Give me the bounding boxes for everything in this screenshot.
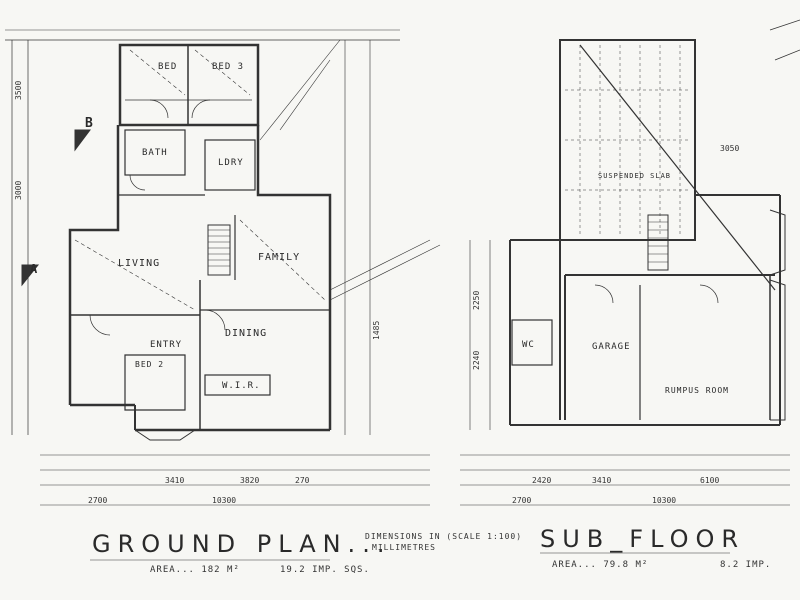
room-wir: W.I.R. bbox=[222, 381, 261, 391]
room-bed-2: BED 2 bbox=[135, 360, 165, 369]
dim-subfloor-side-1: 2250 bbox=[472, 290, 481, 310]
dim-ground-side-3: 1485 bbox=[372, 320, 381, 340]
room-dining: DINING bbox=[225, 328, 268, 339]
subfloor-title: SUB_FLOOR bbox=[540, 525, 746, 553]
dim-ground-row-2: 3820 bbox=[240, 476, 260, 485]
dim-ground-row-1: 3410 bbox=[165, 476, 185, 485]
ground-area: AREA... 182 M² bbox=[150, 565, 240, 575]
subfloor-area: AREA... 79.8 M² bbox=[552, 560, 649, 570]
subfloor-squares: 8.2 IMP. bbox=[720, 560, 772, 570]
section-marker-a: A bbox=[30, 262, 39, 276]
dim-subfloor-bottom-2: 10300 bbox=[652, 496, 677, 505]
room-bath: BATH bbox=[142, 148, 168, 158]
ground-squares: 19.2 IMP. SQS. bbox=[280, 565, 370, 575]
room-garage: GARAGE bbox=[592, 342, 631, 352]
dim-ground-side-2: 3000 bbox=[14, 180, 23, 200]
dim-subfloor-row-2: 3410 bbox=[592, 476, 612, 485]
room-wc: WC bbox=[522, 340, 535, 350]
dim-ground-side-1: 3500 bbox=[14, 80, 23, 100]
room-bed-1: BED bbox=[158, 62, 178, 72]
dim-subfloor-bottom-1: 2700 bbox=[512, 496, 532, 505]
room-ldry: LDRY bbox=[218, 158, 244, 168]
dim-subfloor-row-3: 6100 bbox=[700, 476, 720, 485]
dim-ground-row-3: 270 bbox=[295, 476, 310, 485]
room-entry: ENTRY bbox=[150, 340, 183, 350]
dim-ground-bottom-1: 2700 bbox=[88, 496, 108, 505]
dim-subfloor-top: 3050 bbox=[720, 144, 740, 153]
room-rumpus: RUMPUS ROOM bbox=[665, 386, 729, 395]
dimensions-note-1: DIMENSIONS IN (SCALE 1:100) bbox=[365, 532, 523, 541]
dimensions-note-2: MILLIMETRES bbox=[372, 543, 436, 552]
suspended-slab-label: SUSPENDED SLAB bbox=[598, 172, 672, 180]
room-family: FAMILY bbox=[258, 252, 301, 263]
dim-subfloor-row-1: 2420 bbox=[532, 476, 552, 485]
dim-subfloor-side-2: 2240 bbox=[472, 350, 481, 370]
section-marker-b: B bbox=[85, 116, 94, 131]
dim-ground-bottom-2: 10300 bbox=[212, 496, 237, 505]
ground-plan-title: GROUND PLAN... bbox=[92, 530, 392, 558]
room-living: LIVING bbox=[118, 258, 161, 269]
room-bed-3: BED 3 bbox=[212, 62, 245, 72]
